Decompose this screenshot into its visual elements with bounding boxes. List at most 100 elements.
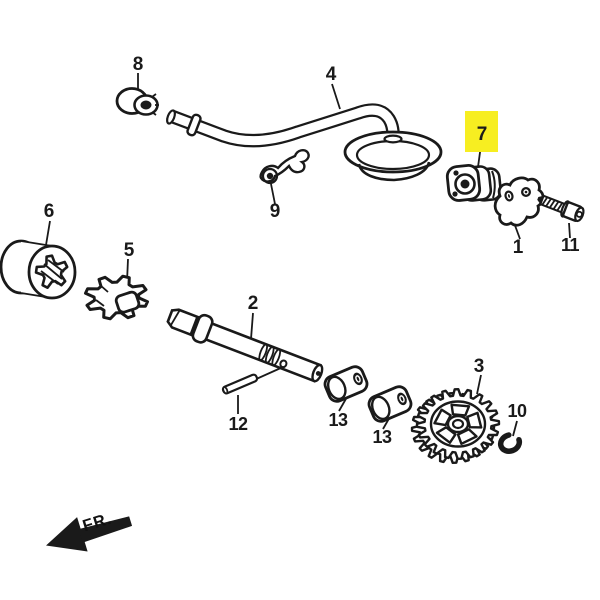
lever-hole [266, 172, 274, 180]
grommet-hatch [151, 111, 157, 116]
pump-body-outline [493, 176, 545, 227]
shaft-collar [191, 313, 214, 344]
part-12-pin [221, 373, 259, 395]
fr-arrow-head [46, 517, 88, 552]
sprocket-rim [429, 400, 487, 448]
callout-part-12[interactable]: 12 [228, 414, 248, 434]
callout-part-11[interactable]: 11 [561, 235, 580, 255]
lever-body [259, 148, 310, 183]
shaft-tip-chamfer [169, 309, 181, 327]
part-13-bushing-b [367, 385, 413, 423]
callout-part-13b[interactable]: 13 [372, 427, 392, 447]
callout-part-13a[interactable]: 13 [328, 410, 348, 430]
pipe-body [169, 105, 398, 146]
cover-bore-hole [460, 179, 470, 189]
bore-hatch [43, 263, 63, 280]
bolt-thread [545, 198, 552, 207]
fr-arrow-shaft [78, 516, 133, 543]
inner-rotor-hole [114, 290, 141, 314]
callout-part-2[interactable]: 2 [248, 293, 259, 314]
bore-hatch [40, 270, 59, 285]
grommet-hole [140, 100, 152, 110]
pin-end [222, 386, 229, 395]
part-2-pump-shaft [166, 308, 324, 383]
rotor-facet [95, 299, 105, 307]
callout-part-4[interactable]: 4 [326, 64, 337, 85]
bushing-hole [397, 392, 407, 406]
bushing-hole [353, 372, 363, 386]
bolt-thread [556, 202, 564, 212]
pipe-open-end [166, 109, 176, 125]
shaft-groove [264, 345, 275, 364]
sprocket-center-hole [451, 418, 465, 430]
sprocket-slot [450, 403, 471, 417]
bolt-thread [548, 199, 556, 209]
part-7-pump-cover [445, 164, 503, 202]
part-8-grommet [115, 87, 159, 116]
bushing-face [326, 375, 347, 401]
part-1-pump-body [493, 176, 545, 227]
part-11-bolt [537, 194, 585, 223]
pipe-collar [186, 113, 202, 137]
part-3-sprocket [410, 388, 501, 464]
part-13-bushing-a [323, 365, 369, 403]
strainer-neck-collar [383, 134, 403, 144]
callout-part-10[interactable]: 10 [507, 401, 527, 421]
highlight-box-part-7 [465, 111, 498, 152]
callout-labels: 8 4 7 9 6 5 1 11 2 12 13 13 3 10 [44, 54, 580, 447]
callout-part-5[interactable]: 5 [124, 240, 135, 261]
strainer-bell-lip [357, 161, 431, 182]
leader-part-2 [250, 312, 254, 340]
bushing-face [370, 395, 391, 421]
leader-part-4 [331, 83, 341, 110]
pump-body-boss-hole [521, 187, 531, 197]
pump-body-port [504, 190, 514, 202]
bore-hatch [47, 259, 65, 273]
cover-screw-hole [452, 191, 458, 197]
bushing-hole-highlight [355, 375, 361, 383]
bushing-hole-highlight [399, 395, 405, 403]
leader-part-6 [45, 220, 51, 246]
bolt-head-face [574, 206, 585, 223]
leader-part-3 [476, 374, 482, 395]
rotor-facet [99, 284, 109, 293]
boss-highlight [523, 189, 529, 195]
callout-part-7-highlighted[interactable]: 7 [477, 124, 488, 145]
leader-part-11 [568, 222, 571, 239]
part-5-inner-rotor [84, 274, 149, 321]
part-4-oil-pipe-strainer [166, 103, 443, 182]
clip-ring [497, 432, 523, 454]
outer-rotor-face [27, 244, 77, 300]
shaft-groove [258, 343, 268, 362]
callout-part-9[interactable]: 9 [270, 201, 281, 222]
callout-part-3[interactable]: 3 [474, 356, 485, 377]
outer-rotor-bore [34, 254, 69, 289]
callout-part-1[interactable]: 1 [513, 237, 524, 258]
strainer-bell-outer [343, 130, 443, 174]
cover-ridge [491, 170, 496, 199]
bolt-head-mark [575, 210, 583, 218]
part-6-outer-rotor [0, 239, 77, 300]
leader-part-10 [512, 420, 518, 437]
leader-part-9 [270, 183, 276, 205]
callout-part-6[interactable]: 6 [44, 201, 55, 222]
grommet-hatch [151, 93, 157, 98]
callout-leader-lines [45, 73, 571, 437]
cover-screw-hole [453, 170, 459, 176]
shaft-end-hole [315, 371, 321, 376]
lever-boss [261, 167, 279, 185]
callout-part-8[interactable]: 8 [133, 54, 144, 75]
shaft-groove [271, 348, 282, 367]
bolt-thread [552, 201, 560, 210]
shaft-pin-hole [279, 359, 288, 369]
bolt-tip [537, 195, 544, 205]
bolt-thread [541, 196, 549, 206]
port-highlight [506, 192, 512, 200]
part-10-clip [497, 432, 523, 454]
fr-direction-indicator: FR. [46, 510, 133, 552]
part-9-lever [259, 148, 310, 185]
sprocket-slot [456, 428, 478, 445]
